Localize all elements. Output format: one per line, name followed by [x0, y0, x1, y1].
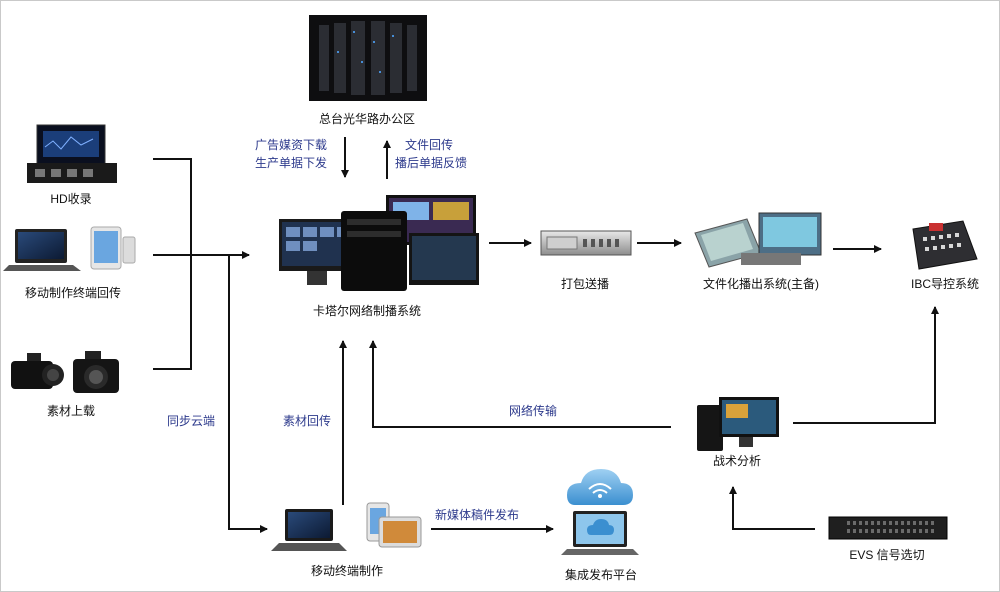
router-icon	[828, 516, 948, 540]
edge-label-file-back: 文件回传	[405, 137, 453, 152]
analysis-workstation-icon	[697, 397, 779, 451]
camera-icon	[11, 351, 119, 393]
cloud-publish-icon	[561, 469, 639, 555]
control-console-icon	[912, 220, 978, 270]
server-icon	[540, 230, 632, 256]
node-label-mobile-prod: 移动终端制作	[311, 563, 383, 578]
workstation-icon	[279, 195, 479, 291]
hd-recorder-icon	[27, 124, 117, 183]
node-label-mobile-upload: 移动制作终端回传	[25, 285, 121, 300]
node-label-hq: 总台光华路办公区	[319, 111, 415, 126]
node-label-package: 打包送播	[561, 276, 609, 291]
node-label-material-download: 素材上载	[47, 404, 95, 418]
mobile-production-icon	[271, 502, 422, 551]
edge-label-feedback: 播后单据反馈	[395, 156, 467, 170]
playout-devices-icon	[694, 212, 822, 268]
edge-label-ad-down: 广告媒资下载	[255, 138, 327, 152]
node-label-publish: 集成发布平台	[565, 567, 637, 582]
edge-label-material-back: 素材回传	[283, 413, 331, 428]
edge-label-net-transfer: 网络传输	[509, 403, 557, 418]
node-label-evs: EVS 信号选切	[849, 548, 924, 562]
edge-label-cloud-sync: 同步云端	[167, 414, 215, 428]
mobile-devices-icon	[3, 226, 136, 271]
node-label-tactics: 战术分析	[713, 454, 761, 468]
node-label-file-playout: 文件化播出系统(主备)	[703, 276, 819, 291]
node-label-hd: HD收录	[50, 192, 91, 206]
node-label-qatar: 卡塔尔网络制播系统	[313, 303, 421, 318]
edge-label-new-media: 新媒体稿件发布	[435, 507, 519, 522]
edge-label-order-down: 生产单据下发	[255, 155, 327, 170]
node-label-ibc: IBC导控系统	[911, 277, 979, 291]
datacenter-icon	[309, 15, 427, 101]
